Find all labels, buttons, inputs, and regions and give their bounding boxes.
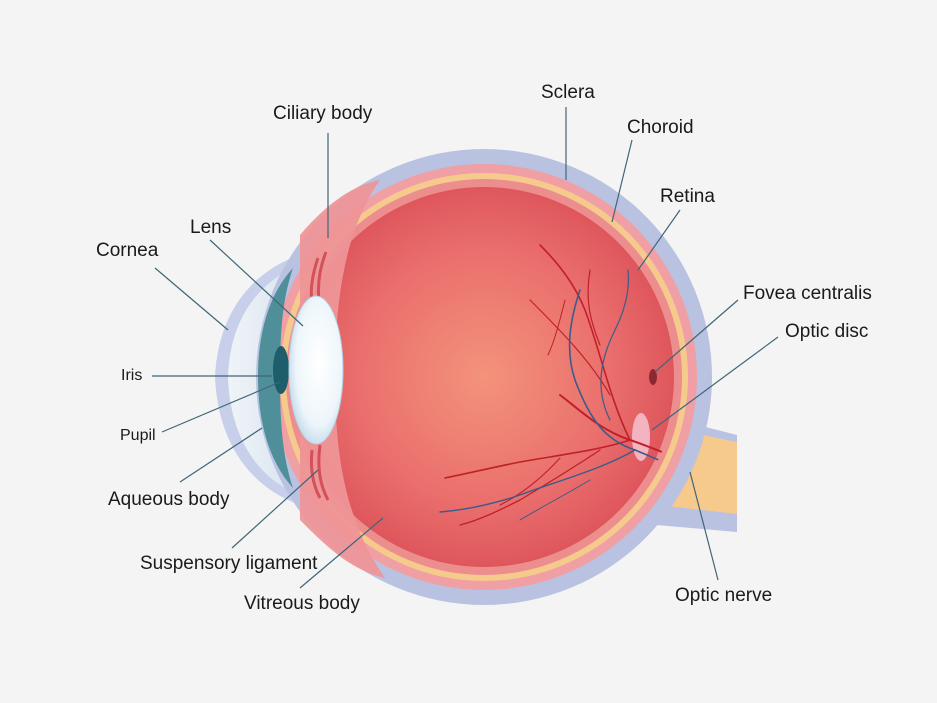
label-ciliary-body: Ciliary body [273, 103, 372, 125]
label-sclera: Sclera [541, 82, 595, 104]
label-vitreous-body: Vitreous body [244, 593, 360, 615]
lens-shape [289, 296, 343, 444]
label-iris: Iris [121, 366, 142, 386]
label-pupil: Pupil [120, 426, 156, 446]
pupil-shape [273, 346, 289, 394]
label-cornea: Cornea [96, 240, 158, 262]
optic-disc-shape [632, 413, 650, 461]
label-optic-nerve: Optic nerve [675, 585, 772, 607]
label-optic-disc: Optic disc [785, 321, 868, 343]
label-choroid: Choroid [627, 117, 694, 139]
label-lens: Lens [190, 217, 231, 239]
label-suspensory-ligament: Suspensory ligament [140, 553, 317, 575]
label-retina: Retina [660, 186, 715, 208]
label-fovea-centralis: Fovea centralis [743, 283, 872, 305]
label-aqueous-body: Aqueous body [108, 489, 230, 511]
